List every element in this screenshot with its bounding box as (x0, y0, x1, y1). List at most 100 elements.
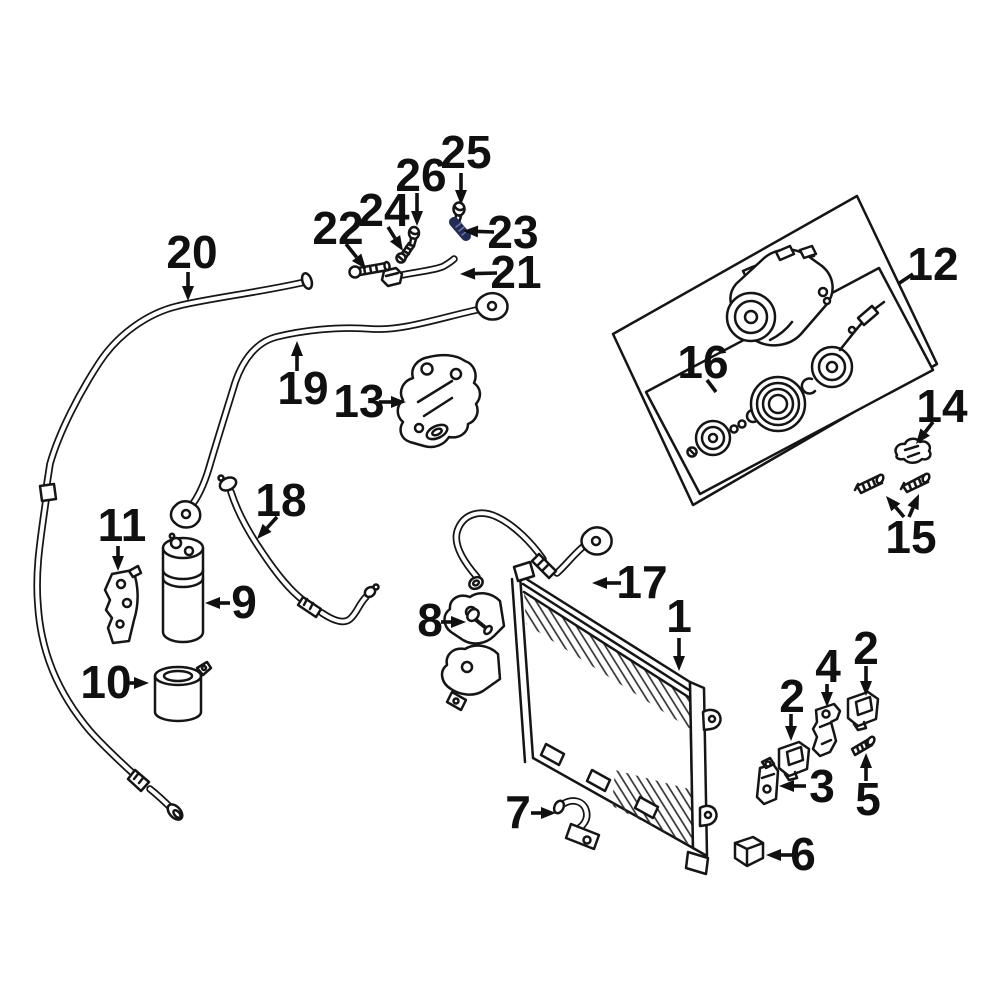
callout-number: 6 (790, 828, 816, 880)
clutch-set-drawing (686, 300, 886, 458)
callout-number: 8 (417, 594, 443, 646)
callout-arrowhead (541, 807, 556, 819)
callout-number: 12 (907, 238, 958, 290)
callout-20: 20 (166, 226, 218, 301)
callout-12: 12 (897, 238, 959, 290)
callout-arrowhead (291, 341, 303, 356)
callout-number: 16 (677, 336, 728, 388)
callout-22: 22 (312, 202, 366, 269)
callout-4: 4 (815, 640, 841, 707)
liquid-line-drawing (169, 291, 509, 529)
callout-arrow-line (474, 271, 498, 276)
callout-arrow-line (386, 226, 397, 240)
cooler-pipe-drawing (33, 272, 314, 821)
callout-14: 14 (916, 380, 968, 444)
callout-number: 22 (312, 202, 363, 254)
upper-mount-bracket-drawing (811, 702, 842, 758)
callout-arrowhead (451, 616, 466, 628)
condenser-drawing (440, 560, 722, 876)
callout-number: 19 (277, 362, 328, 414)
callout-arrowhead (351, 253, 366, 269)
callout-26: 26 (395, 149, 447, 226)
connector-pipe-drawing (380, 255, 458, 288)
callout-number: 18 (255, 474, 306, 526)
callout-number: 9 (231, 576, 257, 628)
mounting-studs-drawing (853, 472, 931, 495)
callout-24: 24 (358, 184, 410, 251)
callout-number: 23 (487, 206, 538, 258)
callout-10: 10 (80, 656, 149, 708)
callout-leader-line (705, 378, 718, 394)
suction-hose-drawing (217, 474, 380, 626)
callout-19: 19 (277, 341, 329, 414)
callout-arrowhead (182, 286, 194, 301)
callout-arrowhead (205, 597, 220, 609)
callout-arrowhead (389, 235, 403, 251)
compressor-assembly-box (611, 194, 939, 507)
screw-26-drawing (407, 225, 421, 248)
callout-7: 7 (505, 786, 556, 838)
callout-13: 13 (333, 375, 406, 427)
callout-number: 1 (666, 590, 692, 642)
discharge-hose-drawing (452, 509, 613, 591)
callout-number: 25 (440, 126, 491, 178)
callout-arrowhead (779, 780, 794, 792)
callout-arrow-line (923, 420, 935, 434)
receiver-drier-drawing (161, 532, 205, 644)
callout-number: 3 (809, 760, 835, 812)
callout-18: 18 (255, 474, 307, 539)
callout-arrow-line (907, 507, 915, 518)
callout-number: 11 (98, 499, 147, 551)
condenser-mount-cushion-right-drawing (846, 690, 880, 732)
lower-strap-bracket-drawing (552, 797, 601, 851)
callout-number: 7 (505, 786, 531, 838)
callout-15: 15 (885, 494, 937, 563)
callout-number: 15 (885, 511, 936, 563)
callout-number: 13 (333, 375, 384, 427)
callout-arrowhead (860, 681, 872, 696)
callout-number: 17 (616, 556, 667, 608)
drier-bracket-drawing (103, 564, 143, 645)
o-ring-highlighted-drawing (449, 217, 471, 241)
callout-arrowhead (916, 428, 930, 444)
callout-1: 1 (666, 590, 692, 671)
mounting-bolt-drawing (466, 607, 493, 636)
callout-2: 2 (779, 670, 805, 741)
callout-arrowhead (766, 849, 781, 861)
callout-arrowhead (257, 523, 272, 539)
callout-leader-line (897, 272, 914, 286)
callout-number: 10 (80, 656, 131, 708)
callout-arrowhead (886, 496, 901, 512)
drier-clamp-drawing (153, 660, 213, 723)
callout-17: 17 (592, 556, 668, 608)
callout-8: 8 (417, 594, 466, 646)
harness-clip-drawing (894, 437, 932, 464)
compressor-drawing (725, 244, 834, 347)
callout-number: 21 (490, 246, 541, 298)
callout-arrowhead (411, 211, 423, 226)
callout-21: 21 (460, 246, 542, 298)
callout-arrowhead (907, 494, 919, 511)
callout-arrow-line (894, 506, 906, 519)
condenser-mount-cushion-left-drawing (777, 740, 811, 782)
callout-arrowhead (134, 677, 149, 689)
callout-arrowhead (821, 692, 833, 707)
callout-arrowhead (592, 577, 607, 589)
callout-arrow-line (477, 229, 495, 234)
lower-mount-bracket-drawing (755, 756, 780, 806)
callout-arrowhead (391, 396, 406, 408)
callout-arrowhead (460, 267, 476, 280)
callout-number: 5 (855, 773, 881, 825)
callout-arrow-line (344, 242, 359, 259)
callout-arrowhead (463, 225, 479, 238)
compressor-mount-plate-drawing (396, 353, 482, 449)
callout-23: 23 (463, 206, 539, 258)
callout-arrowhead (785, 726, 797, 741)
callout-arrowhead (673, 656, 685, 671)
callout-arrow-line (265, 515, 279, 530)
callout-2: 2 (853, 622, 879, 696)
callout-16: 16 (677, 336, 729, 394)
callout-11: 11 (98, 499, 147, 571)
